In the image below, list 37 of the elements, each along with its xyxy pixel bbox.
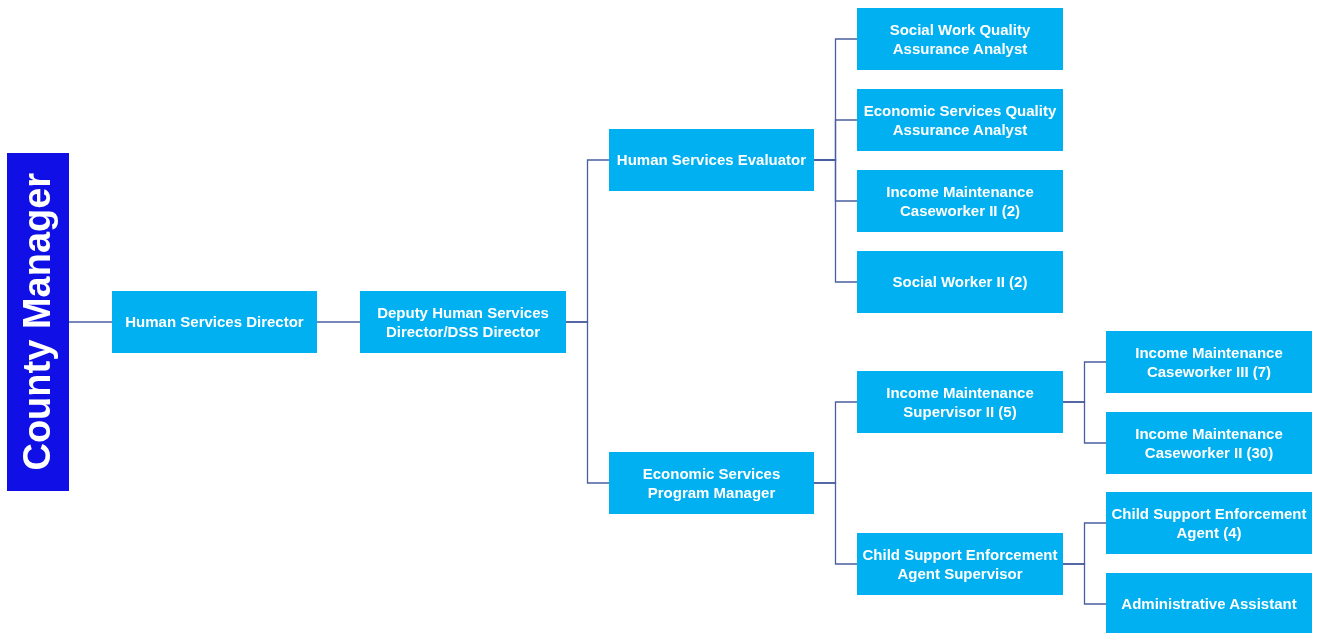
role-box	[112, 291, 317, 353]
role-box	[609, 452, 814, 514]
role-title: Economic Services Program Manager	[641, 463, 782, 503]
role-box	[609, 129, 814, 191]
role-title: Income Maintenance Caseworker II (2)	[885, 181, 1035, 221]
role-box	[857, 89, 1063, 151]
role-title: Income Maintenance Caseworker III (7)	[1134, 342, 1284, 382]
role-title: Administrative Assistant	[1121, 594, 1297, 614]
role-box	[1106, 331, 1312, 393]
role-title: Human Services Director	[125, 312, 304, 332]
role-box	[857, 371, 1063, 433]
role-box	[1106, 492, 1312, 554]
role-title: Child Support Enforcement Agent Supervisor	[861, 544, 1059, 584]
connector-line	[316, 321, 361, 323]
role-title: Social Worker II (2)	[892, 272, 1028, 292]
connector-line	[813, 482, 858, 565]
role-title: Human Services Evaluator	[616, 150, 807, 170]
role-title: Deputy Human Services Director/DSS Director	[376, 302, 550, 342]
role-box	[857, 251, 1063, 313]
role-title: Economic Services Quality Assurance Analyst	[862, 100, 1058, 140]
connector-line	[68, 321, 113, 323]
connector-line	[565, 321, 610, 484]
role-box	[857, 170, 1063, 232]
connector-line	[1062, 563, 1107, 605]
role-title: Income Maintenance Caseworker II (30)	[1134, 423, 1284, 463]
role-box	[857, 8, 1063, 70]
role-title: County Manager	[15, 173, 60, 471]
role-title: Child Support Enforcement Agent (4)	[1110, 503, 1308, 543]
role-box	[1106, 573, 1312, 633]
title-box	[7, 153, 69, 491]
role-box	[360, 291, 566, 353]
connector-line	[1062, 401, 1107, 444]
role-box	[1106, 412, 1312, 474]
role-title: Social Work Quality Assurance Analyst	[888, 19, 1032, 59]
connector-line	[813, 159, 858, 283]
role-box	[857, 533, 1063, 595]
role-title: Income Maintenance Supervisor II (5)	[885, 382, 1035, 422]
